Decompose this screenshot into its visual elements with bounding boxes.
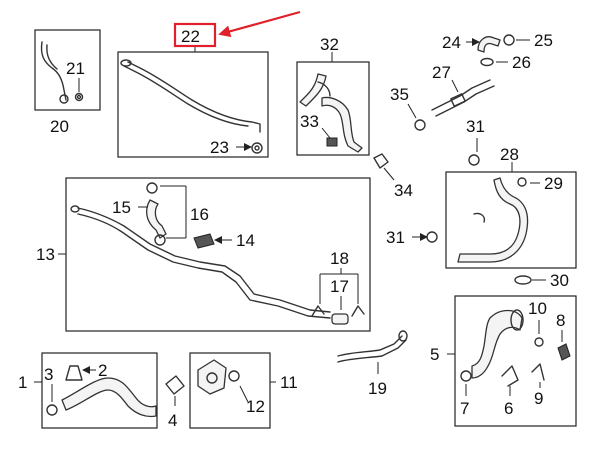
callout-20: 20	[50, 117, 69, 136]
callout-7: 7	[460, 399, 469, 418]
callout-18: 18	[330, 249, 349, 268]
group-28: 29 28	[445, 145, 577, 269]
callout-11: 11	[280, 373, 298, 392]
group-32: 32 33	[296, 35, 370, 156]
callout-3: 3	[44, 365, 53, 384]
group-20: 21 20	[34, 29, 101, 136]
callout-22: 22	[181, 27, 200, 46]
callout-4: 4	[168, 411, 177, 430]
callout-31-top: 31	[466, 117, 485, 136]
callout-31-side: 31	[386, 228, 405, 247]
callout-30: 30	[550, 271, 569, 290]
clamp-30: 30	[514, 271, 569, 290]
part-4: 4	[165, 375, 185, 430]
clamp-31-top: 31	[466, 117, 485, 166]
callout-6: 6	[504, 399, 513, 418]
callout-29: 29	[544, 174, 563, 193]
callout-15: 15	[112, 198, 131, 217]
callout-34: 34	[394, 181, 413, 200]
callout-17: 17	[330, 277, 349, 296]
callout-26: 26	[512, 53, 531, 72]
callout-14: 14	[236, 231, 255, 250]
callout-21: 21	[66, 59, 85, 78]
group-5: 7 6 10 9 8 5	[430, 295, 577, 427]
clamp-34: 34	[373, 153, 413, 200]
callout-10: 10	[528, 299, 547, 318]
group-13: 15 16 14 18 17 13	[36, 177, 371, 332]
group-22: 23 22	[117, 10, 301, 158]
callout-19: 19	[368, 379, 387, 398]
highlight-arrow	[218, 10, 301, 38]
group-1: 2 3 1	[18, 352, 158, 429]
callout-32: 32	[320, 35, 339, 54]
callout-5: 5	[430, 345, 439, 364]
callout-28: 28	[500, 145, 519, 164]
callout-9: 9	[534, 389, 543, 408]
callout-13: 13	[36, 245, 55, 264]
callout-27: 27	[432, 63, 451, 82]
callout-8: 8	[556, 311, 565, 330]
group-24-27: 24 25 26 27 35	[390, 31, 553, 131]
callout-12: 12	[246, 397, 265, 416]
callout-25: 25	[534, 31, 553, 50]
highlight-box	[173, 22, 217, 48]
callout-23: 23	[210, 138, 229, 157]
callout-24: 24	[442, 33, 461, 52]
group-11: 12 11	[189, 352, 298, 429]
callout-16: 16	[190, 205, 209, 224]
callout-2: 2	[98, 361, 107, 380]
group-19: 19	[337, 330, 408, 398]
callout-1: 1	[18, 373, 27, 392]
callout-35: 35	[390, 85, 409, 104]
callout-33: 33	[300, 112, 319, 131]
clamp-31-side: 31	[386, 228, 438, 247]
